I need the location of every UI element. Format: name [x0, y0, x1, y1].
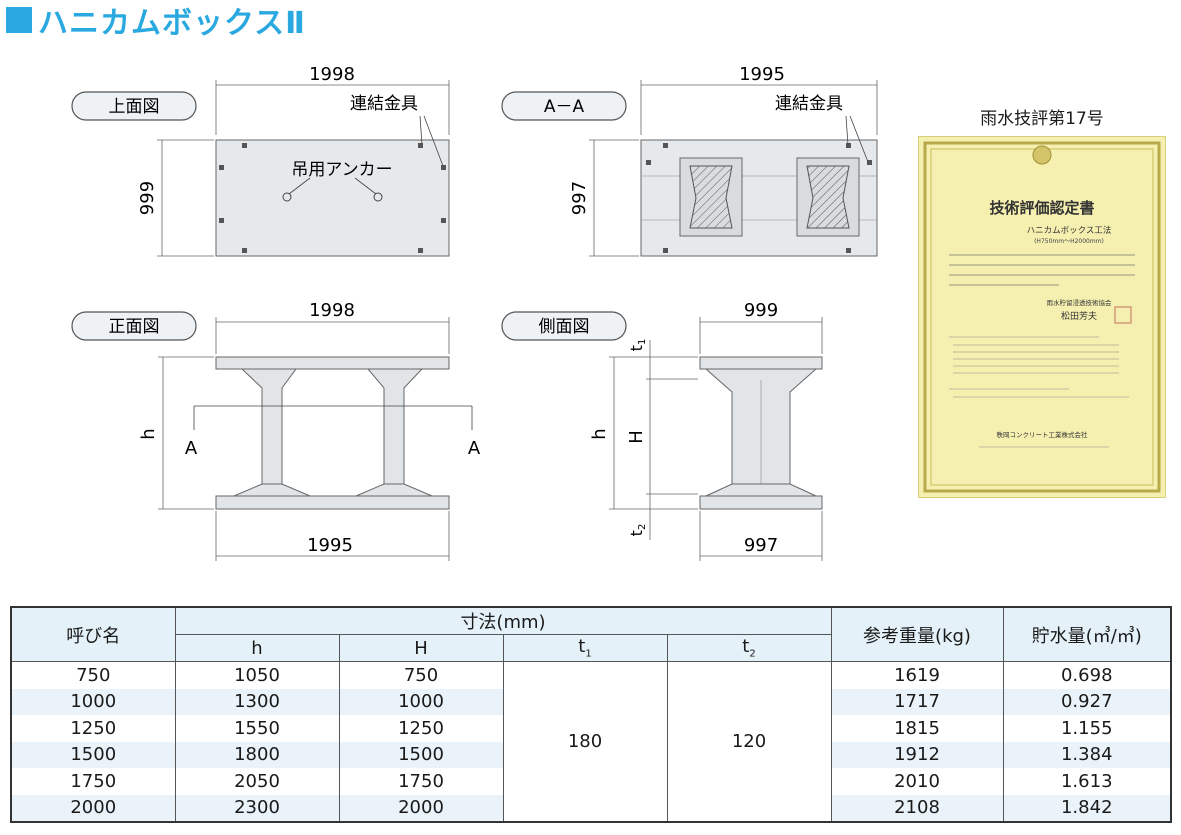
cell-weight: 1815 — [830, 715, 1004, 742]
cell-t2: 120 — [666, 661, 832, 822]
cell-weight: 1717 — [830, 688, 1004, 715]
front-bottom-width-dim: 1995 — [307, 535, 353, 556]
spec-table: 呼び名 寸法(mm) 参考重量(kg) 貯水量(㎥/㎥) h H t1 t2 7… — [10, 606, 1172, 823]
cell-H: 750 — [338, 661, 504, 689]
certificate-org: 雨水貯留浸透技術協会 — [1047, 298, 1113, 307]
header-name: 呼び名 — [10, 606, 176, 662]
header-weight: 参考重量(kg) — [830, 606, 1004, 662]
front-view-pill — [71, 311, 197, 341]
cell-h: 1550 — [174, 715, 340, 742]
certificate-caption: 雨水技評第17号 — [980, 109, 1104, 129]
section-view: A－A 1995 997 連結金具 — [501, 64, 878, 257]
front-view: 正面図 1998 h A A 1995 — [71, 300, 481, 561]
side-top-width-dim: 999 — [744, 300, 778, 321]
side-t2-dim: t2 — [627, 524, 648, 537]
top-view-width-dim: 1998 — [309, 64, 355, 85]
cell-storage: 1.384 — [1002, 741, 1172, 768]
cell-storage: 1.155 — [1002, 715, 1172, 742]
side-t1-dim: t1 — [627, 339, 648, 352]
certificate-range: (H750mm～H2000mm) — [1034, 238, 1104, 245]
header-dims: 寸法(mm) — [174, 606, 832, 635]
cell-name: 1750 — [10, 768, 176, 795]
cut-label-left: A — [185, 438, 198, 459]
cell-storage: 0.698 — [1002, 661, 1172, 689]
top-view-height-dim: 999 — [137, 181, 158, 215]
side-h-dim: h — [589, 428, 610, 439]
certificate-image: 技術評価認定書 ハニカムボックス工法 (H750mm～H2000mm) 雨水貯留… — [918, 136, 1166, 498]
side-bottom-width-dim: 997 — [744, 535, 778, 556]
top-view-label: 上面図 — [109, 97, 160, 117]
anchor-label: 吊用アンカー — [291, 160, 392, 180]
cell-storage: 0.927 — [1002, 688, 1172, 715]
header-t1: t1 — [502, 634, 668, 662]
section-view-label: A－A — [544, 97, 585, 117]
cell-h: 1800 — [174, 741, 340, 768]
header-storage: 貯水量(㎥/㎥) — [1002, 606, 1172, 662]
cell-name: 1000 — [10, 688, 176, 715]
side-view-pill — [501, 311, 627, 341]
cell-weight: 1619 — [830, 661, 1004, 689]
section-fitting-label: 連結金具 — [775, 94, 843, 114]
side-view-label: 側面図 — [539, 317, 590, 337]
cell-storage: 1.613 — [1002, 768, 1172, 795]
front-h-dim: h — [138, 428, 159, 439]
cell-t1: 180 — [502, 661, 668, 822]
cell-H: 1000 — [338, 688, 504, 715]
header-H: H — [338, 634, 504, 662]
side-H-dim: H — [626, 430, 647, 444]
title-square-icon — [6, 7, 32, 33]
cell-weight: 2010 — [830, 768, 1004, 795]
header-h: h — [174, 634, 340, 662]
certificate-heading: 技術評価認定書 — [989, 199, 1094, 217]
page-title-block: ハニカムボックスⅡ — [6, 2, 306, 41]
side-view: 側面図 999 h H t1 t2 997 — [501, 300, 823, 561]
technical-drawings: 上面図 1998 999 吊用アンカー 連結金具 A－A 1995 — [71, 64, 878, 561]
cell-name: 750 — [10, 661, 176, 689]
cell-name: 1500 — [10, 741, 176, 768]
top-fitting-label: 連結金具 — [350, 94, 418, 114]
header-t2: t2 — [666, 634, 832, 662]
top-view-pill — [71, 91, 197, 121]
certificate-product: ハニカムボックス工法 — [1027, 225, 1112, 236]
section-width-dim: 1995 — [739, 64, 785, 85]
cell-H: 1750 — [338, 768, 504, 795]
cell-name: 1250 — [10, 715, 176, 742]
certificate-company: 秩岡コンクリート工業株式会社 — [997, 430, 1089, 439]
cell-H: 2000 — [338, 794, 504, 823]
cell-storage: 1.842 — [1002, 794, 1172, 823]
section-view-pill — [501, 91, 627, 121]
cell-weight: 1912 — [830, 741, 1004, 768]
cell-h: 1050 — [174, 661, 340, 689]
cell-h: 2050 — [174, 768, 340, 795]
certificate-president: 松田芳夫 — [1061, 310, 1097, 322]
cell-h: 1300 — [174, 688, 340, 715]
page-title: ハニカムボックスⅡ — [38, 6, 306, 41]
cell-h: 2300 — [174, 794, 340, 823]
cell-weight: 2108 — [830, 794, 1004, 823]
front-top-width-dim: 1998 — [309, 300, 355, 321]
cell-H: 1500 — [338, 741, 504, 768]
cell-name: 2000 — [10, 794, 176, 823]
certificate-graphic: 技術評価認定書 ハニカムボックス工法 (H750mm～H2000mm) 雨水貯留… — [923, 141, 1161, 493]
top-view-plate — [215, 139, 450, 257]
top-view: 上面図 1998 999 吊用アンカー 連結金具 — [71, 64, 450, 257]
front-view-label: 正面図 — [109, 317, 160, 337]
section-height-dim: 997 — [569, 181, 590, 215]
cell-H: 1250 — [338, 715, 504, 742]
cut-label-right: A — [468, 438, 481, 459]
